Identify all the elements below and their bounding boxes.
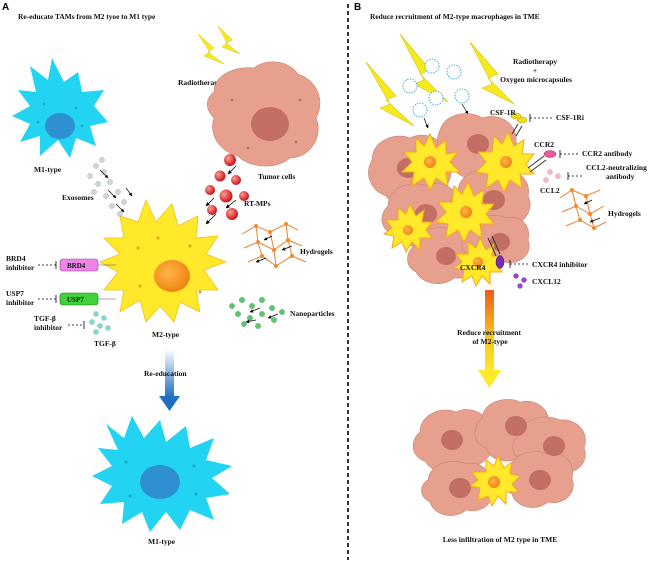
capsule-arrows	[423, 103, 469, 129]
rt-mps-label: RT-MPs	[244, 199, 271, 208]
rt-mps-cluster	[205, 154, 249, 220]
nanoparticle-arrows	[245, 307, 279, 324]
ccl2-label: CCL2	[540, 186, 560, 195]
oxygen-microcapsules	[402, 58, 470, 118]
m1-top-nucleus	[45, 113, 75, 139]
reduce-arrow-shaft	[485, 290, 494, 372]
brd4-inhibitor-label: BRD4 inhibitor	[6, 254, 35, 272]
m1-bottom-nucleus	[140, 465, 180, 499]
m1-top-label: M1-type	[34, 165, 62, 174]
radiotherapy-label: Radiotherapy	[178, 78, 222, 87]
tgf-beta-cluster	[89, 311, 111, 335]
re-education-arrow-head	[159, 396, 180, 411]
nanoparticles-label: Nanoparticles	[290, 309, 335, 318]
bolt-icon	[197, 25, 241, 65]
nanoparticles-cluster	[229, 297, 285, 329]
ccr2-antibody-label: CCR2 antibody	[582, 149, 632, 158]
cxcl12-cluster	[513, 273, 527, 289]
tumor-cells-label: Tumor cells	[258, 172, 295, 181]
hydrogel-network-a	[241, 222, 307, 268]
bolt-icon-b	[365, 33, 515, 127]
csf1r-label: CSF-1R	[490, 108, 516, 117]
usp7-inhibitor-label: USP7 inhibitor	[6, 289, 35, 307]
exosome-arrows	[99, 169, 133, 213]
tgf-inhibitor-label: TGF-β inhibitor	[34, 314, 63, 332]
ccl2-cluster	[543, 169, 561, 183]
ccl2-antibody-label: CCL2-neutralizing antibody	[586, 163, 649, 181]
tgf-beta-label: TGF-β	[94, 339, 116, 348]
tumor-m2-cluster	[368, 113, 536, 288]
tumor-cluster-bottom	[412, 399, 586, 516]
hydrogel-network-b	[559, 188, 607, 230]
brd4-box-label: BRD4	[67, 262, 86, 270]
reduce-arrow-head	[478, 370, 501, 388]
cxcr4-receptor	[487, 235, 505, 269]
radiotherapy-oxygen-label: Radiotherapy + Oxygen microcapsules	[500, 57, 572, 84]
panel-a-letter: A	[2, 2, 9, 13]
m1-macrophage-top	[12, 58, 108, 158]
panel-b-letter: B	[354, 2, 361, 13]
re-education-label: Re-education	[144, 369, 187, 378]
csf1r-receptor	[510, 112, 528, 137]
hydrogels-label-a: Hydrogels	[300, 247, 333, 256]
cxcl12-label: CXCL12	[532, 277, 561, 286]
less-infiltration-label: Less infiltration of M2 type in TME	[443, 535, 557, 544]
panel-a-title: Re-educate TAMs from M2 tyoe to M1 type	[18, 12, 156, 21]
csf1ri-label: CSF-1Ri	[556, 113, 584, 122]
reduce-recruitment-label: Reduce recruitment of M2-type	[457, 328, 523, 346]
hydrogels-label-b: Hydrogels	[608, 209, 641, 218]
re-education-arrow-shaft	[165, 349, 174, 397]
m2-a-nucleus	[154, 260, 190, 292]
cxcr4-label: CXCR4	[460, 263, 486, 272]
m1-macrophage-bottom	[92, 416, 232, 532]
panel-b-title: Reduce recruitment of M2-type macrophage…	[370, 12, 540, 21]
ccr2-receptor	[527, 150, 557, 173]
rt-mps-arrows	[205, 165, 237, 225]
cxcr4-inhibitor-label: CXCR4 inhibitor	[532, 260, 588, 269]
exosomes-cluster	[87, 157, 127, 217]
ccr2-label: CCR2	[534, 140, 554, 149]
tumor-a-nucleus	[251, 107, 289, 141]
exosomes-label: Exosomes	[62, 193, 94, 202]
tumor-cell-a	[206, 61, 321, 167]
m2-macrophage-a	[99, 198, 228, 323]
usp7-box-label: USP7	[67, 296, 84, 304]
m2-type-label: M2-type	[152, 330, 180, 339]
m1-bottom-label: M1-type	[148, 537, 176, 546]
